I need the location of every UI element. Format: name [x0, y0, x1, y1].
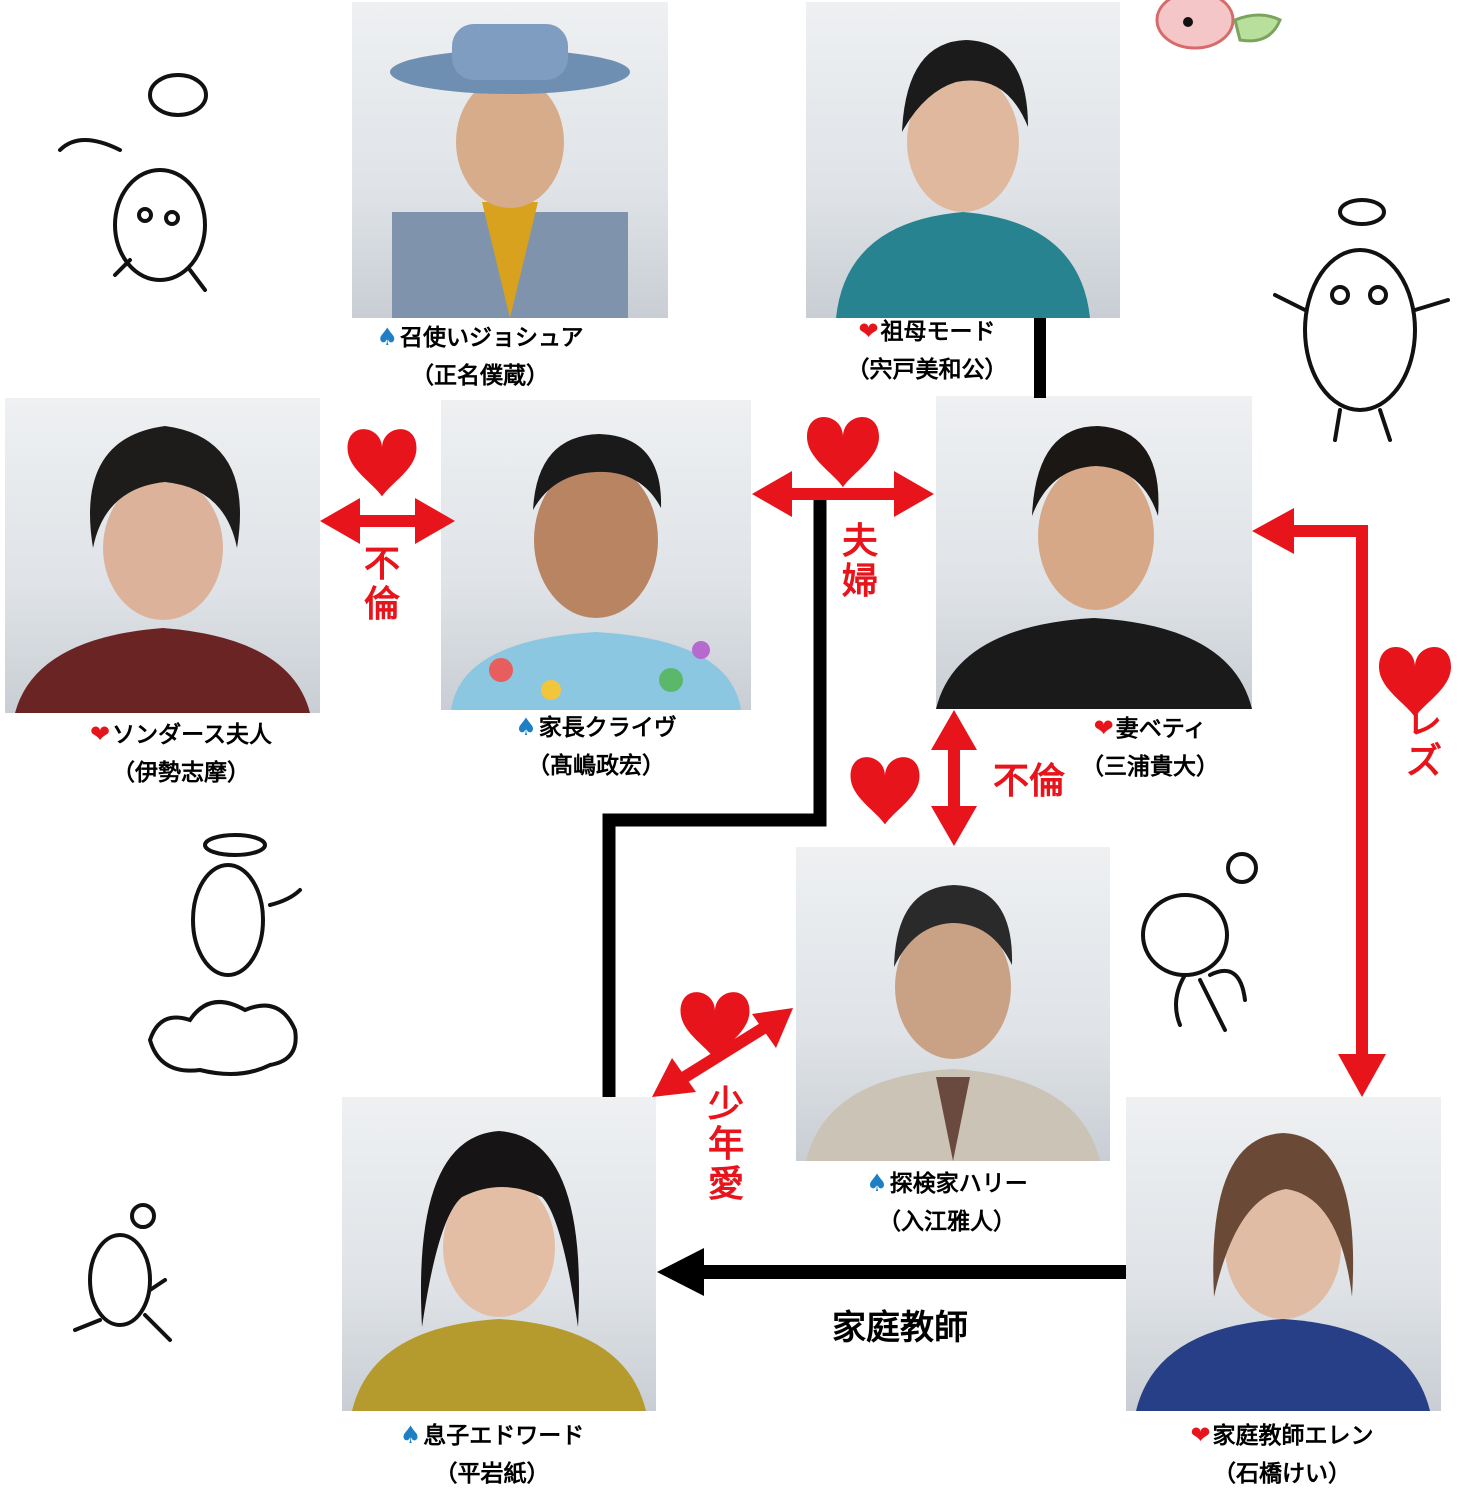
- role-maude: 祖母モード: [880, 319, 996, 345]
- heart-icon: ❤: [1190, 1421, 1211, 1449]
- label-betty-harry: 不倫: [992, 761, 1065, 802]
- actor-betty: （三浦貴大）: [1081, 754, 1219, 780]
- label-saunders-clive: 不倫: [363, 544, 400, 625]
- heart-icon: [680, 992, 750, 1060]
- actor-clive: （髙嶋政宏）: [527, 753, 665, 779]
- spade-icon: ♠: [399, 1421, 422, 1449]
- caption-joshua: ♠召使いジョシュア （正名僕蔵）: [310, 318, 650, 395]
- heart-icon: [347, 429, 417, 497]
- actor-joshua: （正名僕蔵）: [411, 363, 549, 389]
- caption-maude: ❤祖母モード （宍戸美和公）: [757, 312, 1097, 389]
- heart-icon: ❤: [90, 720, 111, 748]
- actor-harry: （入江雅人）: [878, 1209, 1016, 1235]
- photo-joshua: [352, 2, 668, 318]
- actor-saunders: （伊勢志摩）: [112, 760, 250, 786]
- label-harry-edward: 少年愛: [707, 1084, 744, 1205]
- role-edward: 息子エドワード: [423, 1423, 585, 1449]
- arrowhead: [1252, 508, 1294, 554]
- caption-saunders: ❤ソンダース夫人 （伊勢志摩）: [11, 715, 351, 792]
- caption-betty: ❤妻ベティ （三浦貴大）: [980, 709, 1320, 786]
- pink-cherub-doodle: [1155, 0, 1282, 50]
- saunders-clive-arrow: [320, 498, 455, 544]
- photo-harry: [796, 847, 1110, 1161]
- heart-icon: ❤: [1093, 714, 1114, 742]
- role-clive: 家長クライヴ: [538, 715, 677, 741]
- caption-clive: ♠家長クライヴ （髙嶋政宏）: [426, 708, 766, 785]
- spade-icon: ♠: [376, 323, 398, 351]
- spade-icon: ♠: [866, 1169, 888, 1197]
- label-betty-ellen: レズ: [1405, 701, 1442, 782]
- photo-maude: [806, 2, 1120, 318]
- betty-ellen-arrow: [1290, 525, 1368, 1058]
- spade-icon: ♠: [515, 713, 537, 741]
- role-harry: 探検家ハリー: [889, 1171, 1028, 1197]
- caption-harry: ♠探検家ハリー （入江雅人）: [777, 1164, 1117, 1241]
- photo-betty: [936, 396, 1252, 709]
- betty-harry-arrow: [931, 710, 977, 846]
- actor-ellen: （石橋けい）: [1213, 1461, 1351, 1487]
- role-joshua: 召使いジョシュア: [399, 325, 584, 351]
- label-clive-betty: 夫婦: [841, 521, 878, 602]
- heart-icon: ❤: [858, 317, 879, 345]
- role-betty: 妻ベティ: [1115, 716, 1207, 742]
- photo-clive: [441, 400, 751, 710]
- heart-icon: [807, 416, 879, 488]
- ellen-edward-arrow: [657, 1248, 1126, 1296]
- caption-ellen: ❤家庭教師エレン （石橋けい）: [1112, 1416, 1452, 1493]
- role-ellen: 家庭教師エレン: [1212, 1423, 1374, 1449]
- caption-edward: ♠息子エドワード （平岩紙）: [322, 1416, 662, 1493]
- photo-saunders: [5, 398, 320, 713]
- arrowhead: [1338, 1054, 1386, 1097]
- actor-edward: （平岩紙）: [434, 1461, 550, 1487]
- clive-betty-arrow: [752, 471, 934, 517]
- role-saunders: ソンダース夫人: [112, 722, 272, 748]
- label-ellen-edward: 家庭教師: [832, 1308, 968, 1348]
- photo-edward: [342, 1097, 656, 1411]
- photo-ellen: [1126, 1097, 1441, 1411]
- actor-maude: （宍戸美和公）: [846, 357, 1008, 383]
- heart-icon: [850, 757, 920, 825]
